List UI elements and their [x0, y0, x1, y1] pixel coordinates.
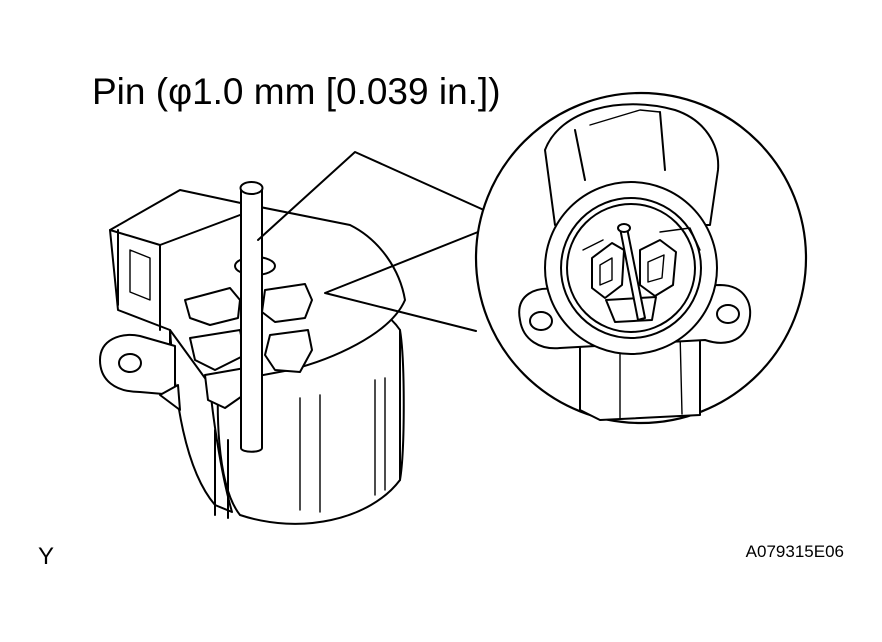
callout-pointer — [324, 229, 484, 332]
pin-callout-label: Pin (φ1.0 mm [0.039 in.]) — [92, 71, 501, 112]
corner-mark: Y — [38, 543, 55, 570]
pin — [239, 181, 264, 453]
figure-code: A079315E06 — [745, 542, 844, 561]
detail-magnifier — [474, 91, 808, 425]
